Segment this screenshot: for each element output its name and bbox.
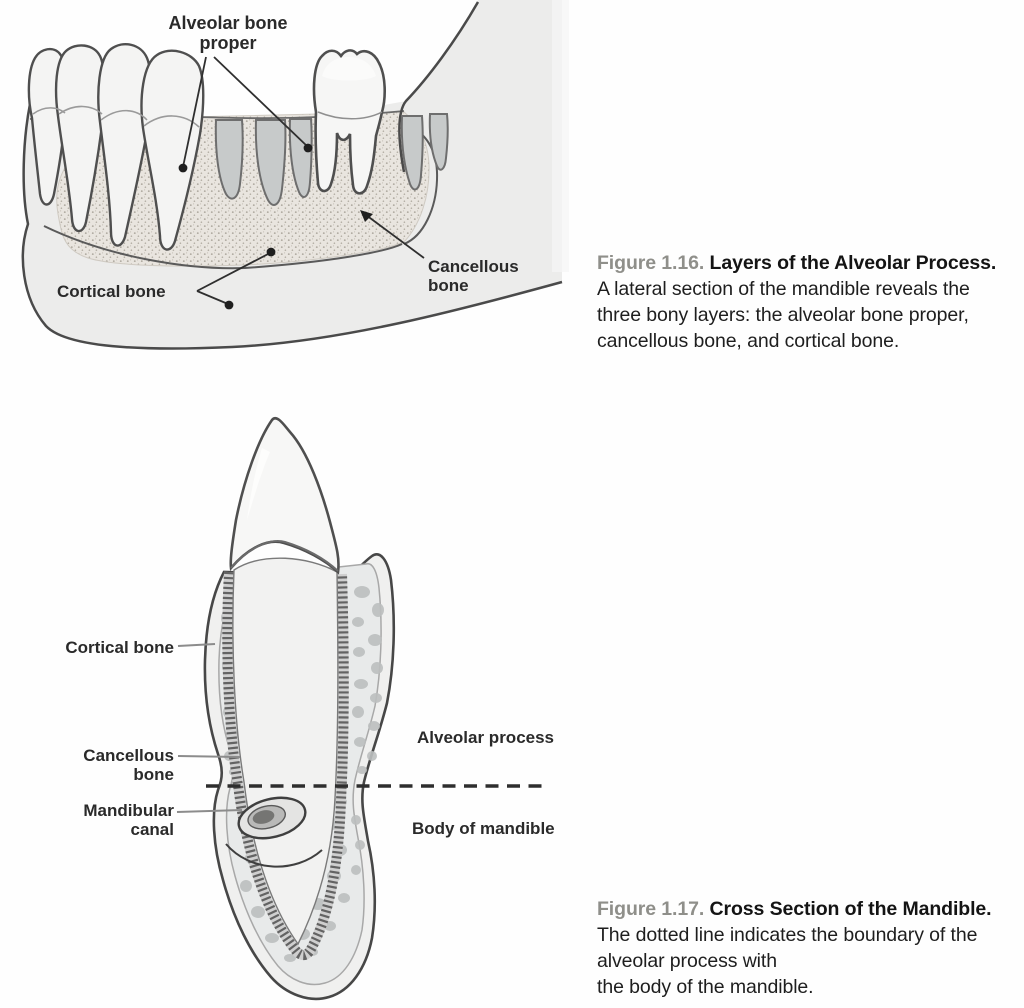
scan-edge-band xyxy=(552,0,569,272)
socket xyxy=(400,115,424,191)
alveolar-bone-proper-leaders xyxy=(178,56,313,173)
figure-title: Cross Section of the Mandible. xyxy=(709,898,992,920)
mandibular-canal xyxy=(237,796,307,840)
socket xyxy=(288,118,313,199)
caption-text-line: three bony layers: the alveolar bone pro… xyxy=(597,304,969,326)
figure-1-17-caption: Figure 1.17. Cross Section of the Mandib… xyxy=(597,896,1024,1000)
cross-section-leaders xyxy=(176,643,243,813)
periodontal-ligament xyxy=(222,571,349,961)
molar-tooth xyxy=(312,49,386,195)
molar-cervical-line xyxy=(317,111,383,120)
label-cancellous-bone-f2: Cancellous bone xyxy=(83,746,174,785)
ramus-border-line xyxy=(398,1,480,173)
mandible-cross-section-drawing xyxy=(176,417,545,1001)
label-body-of-mandible: Body of mandible xyxy=(412,819,555,838)
caption-text-line: A lateral section of the mandible reveal… xyxy=(597,278,970,300)
caption-text-line: The dotted line indicates the boundary o… xyxy=(597,924,978,946)
label-cortical-bone-f2: Cortical bone xyxy=(65,638,174,657)
empty-sockets xyxy=(214,113,449,206)
tooth xyxy=(140,49,205,251)
label-mandibular-canal: Mandibular canal xyxy=(83,801,174,840)
crown-cervical-line xyxy=(230,540,339,572)
crown-highlight xyxy=(247,448,270,520)
canal-lower-curve xyxy=(225,843,323,868)
socket xyxy=(214,119,244,200)
label-alveolar-bone-proper: Alveolar bone proper xyxy=(168,13,288,54)
mandible-lateral-section-drawing xyxy=(21,0,569,350)
caption-text-line: alveolar process with xyxy=(597,950,777,972)
cervical-lines xyxy=(32,105,200,128)
molar-occlusal-highlight xyxy=(322,57,376,81)
oblique-boundary-arc xyxy=(403,128,439,245)
socket xyxy=(428,113,449,171)
cancellous-bone-leader xyxy=(360,210,425,259)
figure-number: Figure 1.16. xyxy=(597,252,705,274)
caption-text-line: the body of the mandible. xyxy=(597,976,814,998)
figure-title: Layers of the Alveolar Process. xyxy=(709,252,997,274)
label-cortical-bone-f1: Cortical bone xyxy=(57,282,166,301)
tooth-crown xyxy=(229,417,340,575)
label-cancellous-bone-f1: Cancellous bone xyxy=(428,257,519,296)
anterior-teeth xyxy=(27,43,205,251)
figure-number: Figure 1.17. xyxy=(597,898,705,920)
socket xyxy=(254,119,287,206)
cortical-bone-leaders xyxy=(196,247,276,310)
label-alveolar-process: Alveolar process xyxy=(417,728,555,747)
figure-1-16-caption: Figure 1.16. Layers of the Alveolar Proc… xyxy=(597,250,1024,354)
caption-text-line: cancellous bone, and cortical bone. xyxy=(597,330,900,352)
cortical-boundary-line xyxy=(43,225,403,270)
jaw-outline xyxy=(21,103,563,350)
